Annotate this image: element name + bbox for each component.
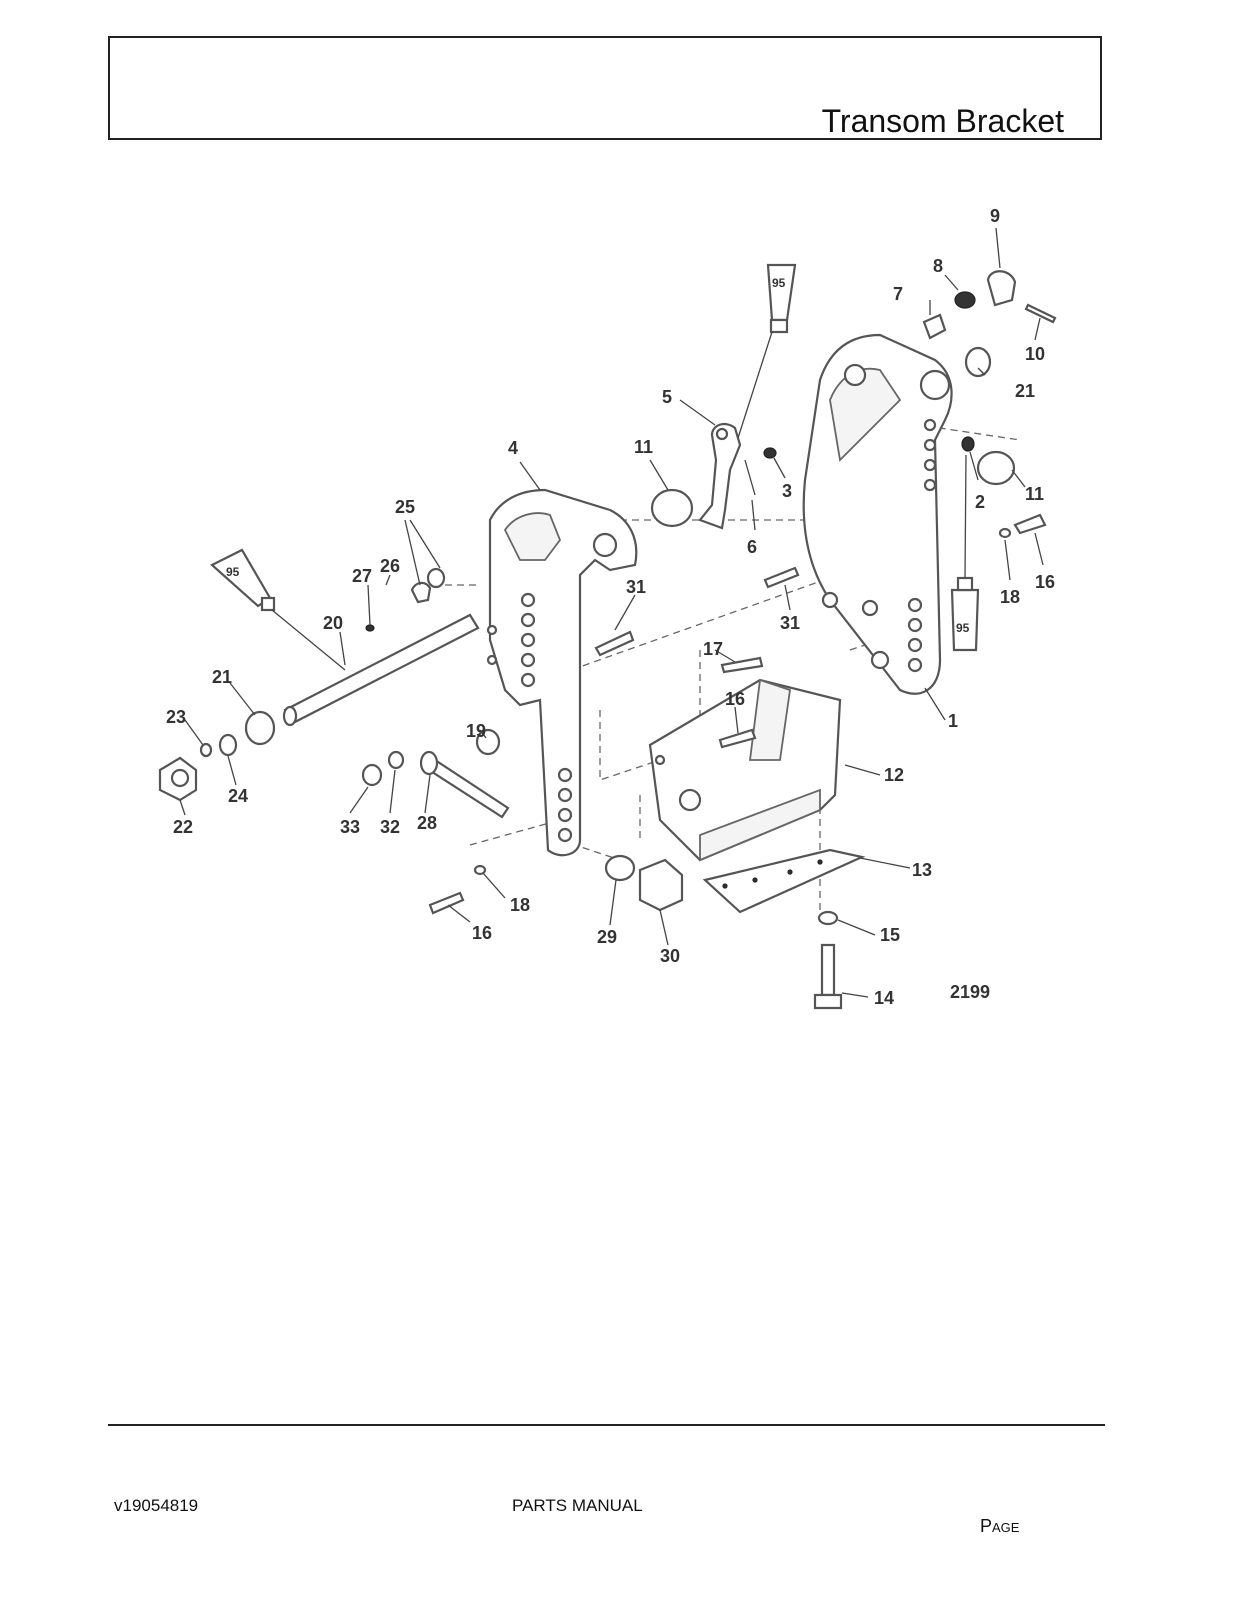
washer-29: [604, 854, 636, 882]
nut-19: [475, 728, 501, 756]
svg-text:95: 95: [226, 565, 240, 579]
sealant-tube-left: 95: [210, 548, 346, 671]
svg-text:95: 95: [956, 621, 970, 635]
washer-18b: [998, 527, 1012, 539]
callout-31b: 31: [780, 613, 800, 633]
callout-32: 32: [380, 817, 400, 837]
callout-11b: 11: [1025, 484, 1044, 504]
pin-10: [1024, 303, 1057, 324]
footer-rule: [108, 1424, 1105, 1426]
callout-24: 24: [228, 786, 248, 806]
callout-19: 19: [466, 721, 486, 741]
callout-33: 33: [340, 817, 360, 837]
washer-32: [387, 750, 405, 770]
bushing-21b: [964, 346, 992, 378]
tilt-tube: [282, 613, 480, 727]
washer-11b: [976, 450, 1016, 486]
callout-17: 17: [703, 639, 723, 659]
left-transom-bracket: [486, 488, 638, 857]
sealant-tube-top: 95: [737, 263, 797, 439]
exploded-parts-diagram: 95 95 95: [158, 206, 1057, 1010]
callout-23: 23: [166, 707, 186, 727]
callout-7: 7: [893, 284, 903, 304]
callout-6: 6: [747, 537, 757, 557]
screw-27: [365, 624, 375, 632]
bolt-14: [820, 943, 836, 997]
tilt-bolt: [419, 750, 510, 819]
spring-8: [954, 291, 976, 309]
callout-28: 28: [417, 813, 437, 833]
callout-10: 10: [1025, 344, 1045, 364]
bracket-adjust-holes: [486, 592, 573, 843]
bushing-21: [244, 710, 276, 746]
callout-2: 2: [975, 492, 985, 512]
bolt-16c: [428, 891, 465, 915]
callout-12: 12: [884, 765, 904, 785]
callout-13: 13: [912, 860, 932, 880]
callout-leaders: [179, 227, 1044, 998]
nut-30: [638, 858, 684, 912]
document-id: v19054819: [114, 1496, 199, 1515]
cap-9: [986, 270, 1017, 307]
bushing-24: [218, 733, 238, 757]
callout-3: 3: [782, 481, 792, 501]
washer-15: [817, 910, 839, 926]
tilt-lock-lever: [698, 422, 756, 530]
callout-16c: 16: [472, 923, 492, 943]
figure-number: 2199: [950, 982, 990, 1002]
right-transom-bracket: [802, 333, 953, 695]
callout-4: 4: [508, 438, 518, 458]
bracket-adjust-holes-right: [821, 418, 937, 673]
nut-33: [361, 763, 383, 787]
spring-3: [763, 447, 777, 459]
callout-8: 8: [933, 256, 943, 276]
callout-22: 22: [173, 817, 193, 837]
callout-26: 26: [380, 556, 400, 576]
callout-16b: 16: [725, 689, 745, 709]
callout-31a: 31: [626, 577, 646, 597]
callout-18b: 18: [510, 895, 530, 915]
callout-15: 15: [880, 925, 900, 945]
callout-9: 9: [990, 206, 1000, 226]
header-box: Transom Bracket: [108, 36, 1102, 140]
swivel-bracket-body: [648, 678, 842, 862]
bolt-16a: [718, 728, 757, 749]
clip-25: [426, 567, 446, 589]
bolt-17: [720, 656, 764, 674]
washer-11: [650, 488, 694, 528]
washer-23: [199, 742, 213, 758]
callout-27: 27: [352, 566, 372, 586]
callout-14: 14: [874, 988, 894, 1008]
bolt-16b: [1013, 513, 1047, 535]
manual-title: PARTS MANUAL: [512, 1496, 643, 1515]
callout-21a: 21: [212, 667, 232, 687]
callout-11a: 11: [634, 437, 653, 457]
bolt-31: [594, 630, 635, 657]
sealant-tube-right: 95: [950, 454, 980, 652]
bushing-7: [922, 313, 947, 340]
callout-5: 5: [662, 387, 672, 407]
callout-29: 29: [597, 927, 617, 947]
callout-25: 25: [395, 497, 415, 517]
clip-26: [410, 581, 432, 604]
thrust-plate: [702, 848, 866, 914]
callout-1: 1: [948, 711, 958, 731]
callout-21b: 21: [1015, 381, 1035, 401]
page-title: Transom Bracket: [821, 103, 1064, 139]
callout-16a: 16: [1035, 572, 1055, 592]
svg-text:95: 95: [772, 276, 786, 290]
callout-20: 20: [323, 613, 343, 633]
fitting-2: [961, 436, 975, 452]
washer-18: [473, 864, 487, 876]
hardware: [158, 270, 1057, 1010]
bolt-31b: [763, 566, 800, 589]
page-label: Page: [980, 1516, 1020, 1536]
callout-30: 30: [660, 946, 680, 966]
callout-18a: 18: [1000, 587, 1020, 607]
callout-numbers: 1 2 3 4 5 6 7 8 9 10 11 11 12 13 14 15 1…: [166, 206, 1055, 1008]
